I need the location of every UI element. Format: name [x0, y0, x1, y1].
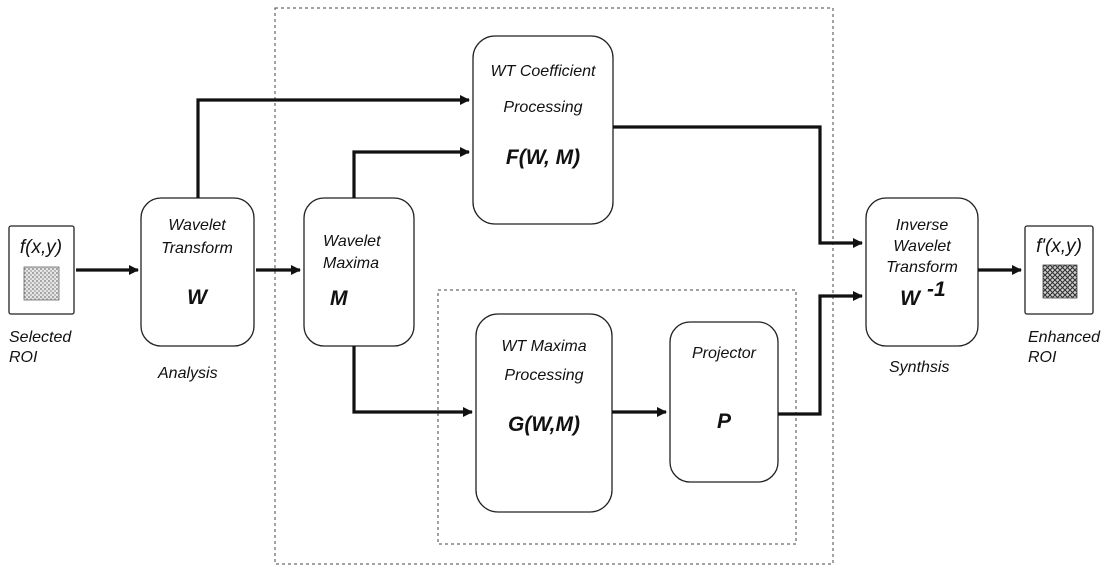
wt-coefficient-symbol: F(W, M)	[506, 146, 580, 169]
projector-label: Projector	[692, 345, 757, 362]
wt-coefficient-processing-box	[472, 35, 614, 225]
wavelet-maxima-line2: Maxima	[323, 255, 379, 272]
wavelet-maxima-line1: Wavelet	[323, 233, 381, 250]
output-caption-line1: Enhanced	[1028, 329, 1101, 346]
wt-maxima-symbol: G(W,M)	[508, 413, 580, 436]
inverse-line2: Wavelet	[893, 238, 951, 255]
wt-coefficient-processing-block: WT Coefficient Processing F(W, M)	[472, 35, 614, 225]
wavelet-transform-symbol: W	[187, 286, 209, 309]
input-caption-line1: Selected	[9, 329, 72, 346]
synthesis-caption: Synthsis	[889, 359, 949, 376]
wt-maxima-processing-block: WT Maxima Processing G(W,M)	[475, 313, 613, 513]
wavelet-maxima-box	[303, 197, 415, 347]
wavelet-transform-block: Wavelet Transform W Analysis	[140, 197, 255, 382]
input-roi-thumbnail	[23, 266, 60, 301]
wt-maxima-line1: WT Maxima	[501, 338, 586, 355]
arrow-wt-to-coefficient-processing	[196, 95, 470, 198]
output-function-label: f'(x,y)	[1036, 236, 1082, 257]
input-function-label: f(x,y)	[20, 237, 62, 258]
projector-block: Projector P	[669, 321, 779, 483]
arrow-projector-to-inverse	[778, 291, 863, 416]
outer-processing-frame	[274, 7, 834, 565]
arrow-maxima-to-maxima-processing	[352, 346, 473, 417]
wavelet-transform-line2: Transform	[161, 240, 233, 257]
inverse-wavelet-transform-block: Inverse Wavelet Transform W -1 Synthsis	[865, 197, 979, 376]
output-caption-line2: ROI	[1028, 349, 1057, 366]
input-caption-line2: ROI	[9, 349, 38, 366]
analysis-caption: Analysis	[157, 365, 218, 382]
inverse-wavelet-transform-box	[865, 197, 979, 347]
wt-coefficient-line1: WT Coefficient	[491, 63, 596, 80]
arrow-coefficient-to-inverse	[613, 125, 863, 248]
output-roi: f'(x,y) Enhanced ROI	[1024, 225, 1101, 366]
inverse-line1: Inverse	[896, 217, 949, 234]
arrow-maxima-to-coefficient-processing	[352, 147, 470, 198]
wavelet-transform-line1: Wavelet	[168, 217, 226, 234]
inverse-superscript: -1	[927, 278, 946, 301]
projector-box	[669, 321, 779, 483]
wt-coefficient-line2: Processing	[503, 99, 582, 116]
projector-symbol: P	[717, 410, 732, 433]
inverse-symbol: W	[900, 287, 922, 310]
inverse-line3: Transform	[886, 259, 958, 276]
wavelet-maxima-symbol: M	[330, 287, 348, 310]
wt-maxima-line2: Processing	[504, 367, 583, 384]
input-roi: f(x,y) Selected ROI	[8, 225, 75, 366]
wavelet-maxima-block: Wavelet Maxima M	[303, 197, 415, 347]
output-roi-thumbnail	[1042, 264, 1078, 299]
